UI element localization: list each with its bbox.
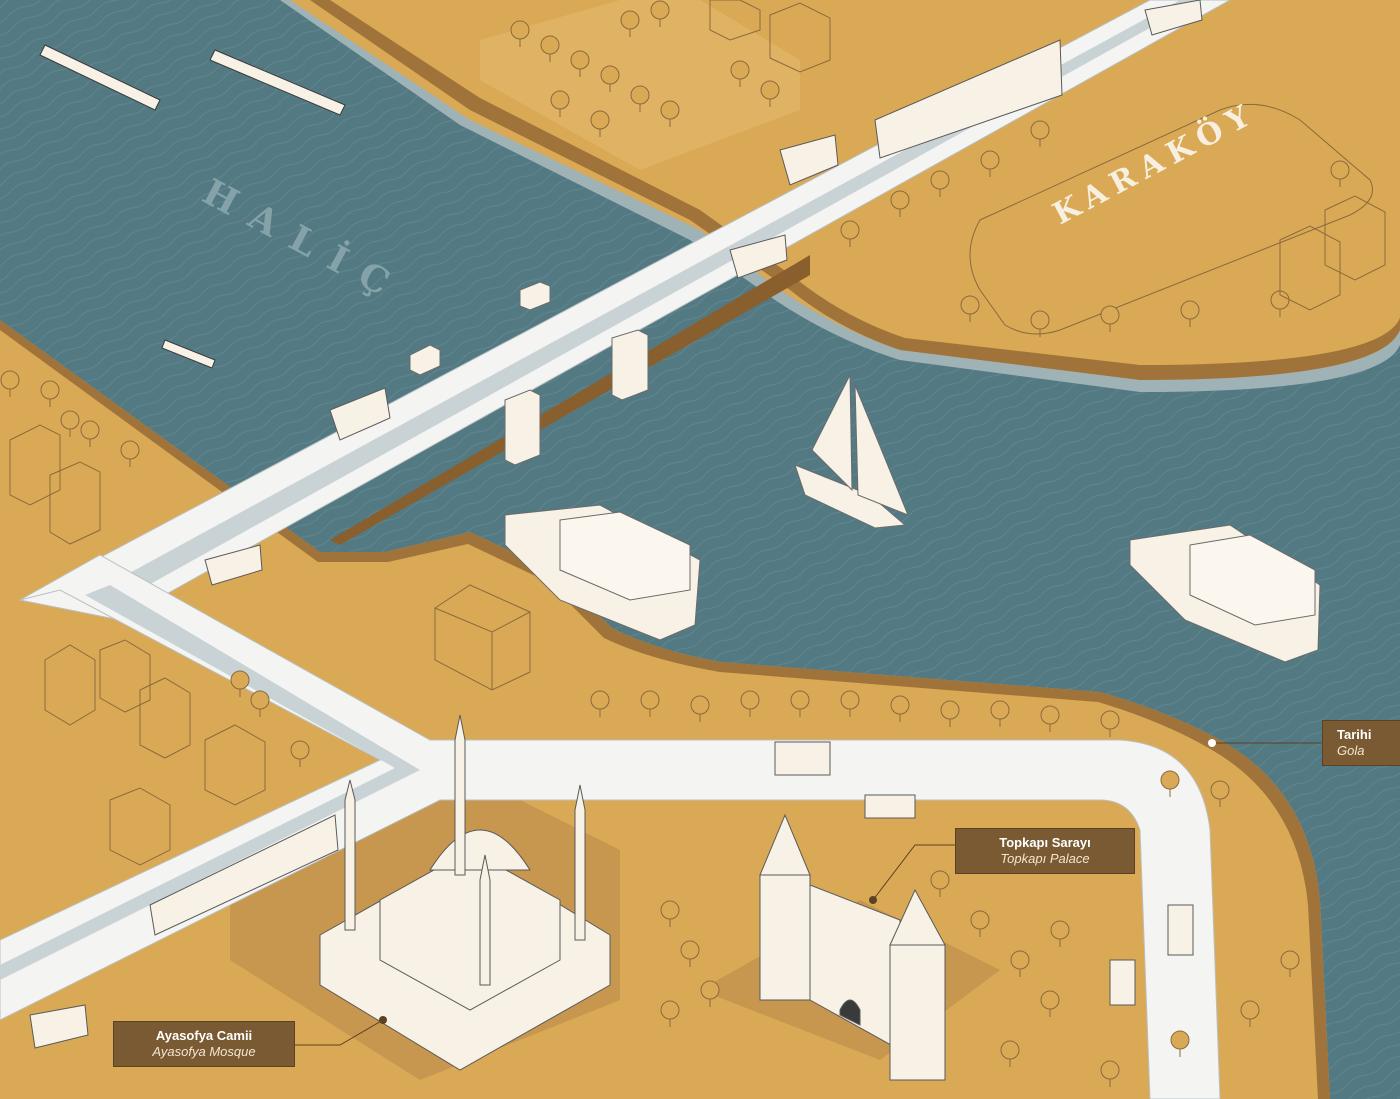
tree	[1040, 990, 1060, 1010]
tree	[680, 940, 700, 960]
tree	[790, 690, 810, 710]
tree	[690, 695, 710, 715]
ferry-boats	[504, 504, 1321, 663]
ayasofya-label-en: Ayasofya Mosque	[152, 1044, 256, 1059]
tree	[990, 700, 1010, 720]
tree	[590, 110, 610, 130]
tree	[1010, 950, 1030, 970]
topkapi-label-en: Topkapı Palace	[1000, 851, 1090, 866]
tree	[1100, 305, 1120, 325]
tree	[1030, 310, 1050, 330]
tree	[760, 80, 780, 100]
tree	[660, 900, 680, 920]
tarihi-pin	[1208, 739, 1216, 747]
tree	[1210, 780, 1230, 800]
tree	[700, 980, 720, 1000]
tree	[730, 60, 750, 80]
tree	[600, 65, 620, 85]
tree	[570, 50, 590, 70]
tree	[1100, 1060, 1120, 1080]
tree	[0, 370, 20, 390]
rowing-boats	[39, 44, 346, 369]
tree	[890, 695, 910, 715]
tarihi-label-tr: Tarihi	[1337, 727, 1372, 742]
tree	[660, 1000, 680, 1020]
tree	[540, 35, 560, 55]
tree-grove	[0, 0, 1350, 1087]
tree	[930, 870, 950, 890]
tree	[660, 100, 680, 120]
tree	[590, 690, 610, 710]
topkapi-pin	[869, 896, 877, 904]
ayasofya-mosque-illustration	[319, 714, 611, 1071]
tarihi-label[interactable]: Tarihi Gola	[1322, 720, 1400, 766]
topkapi-label-tr: Topkapı Sarayı	[999, 835, 1091, 850]
sailboat	[794, 374, 909, 529]
ottoman-building	[434, 584, 531, 691]
tree	[40, 380, 60, 400]
tree	[1000, 1040, 1020, 1060]
tree	[1160, 770, 1180, 790]
building-outlines	[9, 0, 1386, 866]
tree	[290, 740, 310, 760]
tree	[890, 190, 910, 210]
tree	[970, 910, 990, 930]
ayasofya-label[interactable]: Ayasofya Camii Ayasofya Mosque	[113, 1021, 295, 1067]
landmark-leaders	[295, 742, 1322, 1046]
road-network	[0, 0, 1232, 1099]
tree	[1240, 1000, 1260, 1020]
tree	[740, 690, 760, 710]
tree	[230, 670, 250, 690]
tarihi-label-en: Gola	[1337, 743, 1365, 758]
tree	[960, 295, 980, 315]
topkapi-label[interactable]: Topkapı Sarayı Topkapı Palace	[955, 828, 1135, 874]
tree	[1330, 160, 1350, 180]
tree	[1100, 710, 1120, 730]
tree	[60, 410, 80, 430]
tree	[510, 20, 530, 40]
tree	[1170, 1030, 1190, 1050]
tree	[630, 85, 650, 105]
topkapi-palace-illustration	[759, 813, 946, 1081]
tree	[120, 440, 140, 460]
tree	[1040, 705, 1060, 725]
ayasofya-label-tr: Ayasofya Camii	[155, 1028, 253, 1043]
tree	[80, 420, 100, 440]
tree	[1180, 300, 1200, 320]
tree	[640, 690, 660, 710]
tree	[940, 700, 960, 720]
ayasofya-pin	[379, 1016, 387, 1024]
tree	[550, 90, 570, 110]
tree	[1030, 120, 1050, 140]
tree	[980, 150, 1000, 170]
tree	[250, 690, 270, 710]
tree	[1280, 950, 1300, 970]
tree	[1050, 920, 1070, 940]
tree	[930, 170, 950, 190]
vehicles	[29, 0, 1203, 1049]
tree	[840, 690, 860, 710]
tree	[840, 220, 860, 240]
tree	[650, 0, 670, 20]
tree	[620, 10, 640, 30]
